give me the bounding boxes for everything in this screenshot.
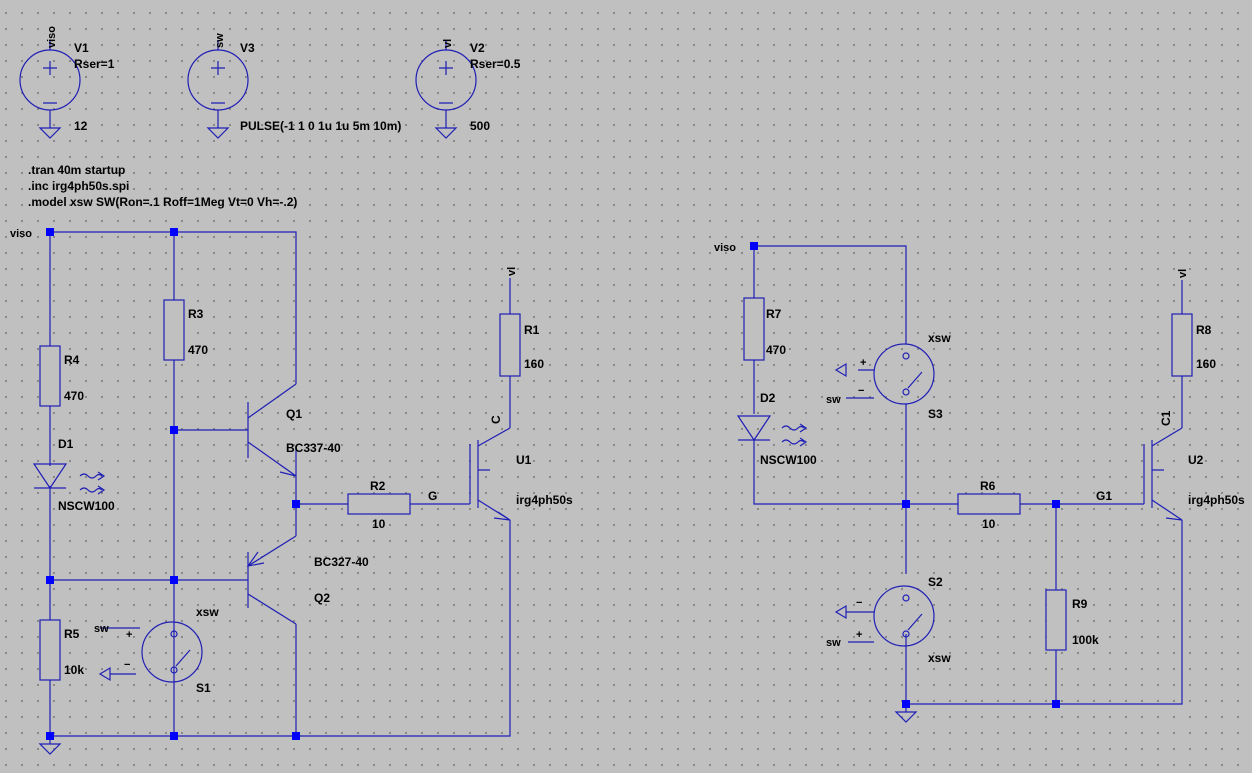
v1-value: 12 (74, 119, 88, 133)
right-viso-label: viso (714, 242, 736, 254)
r4-value: 470 (64, 389, 84, 403)
igbt-u1[interactable]: C U1 irg4ph50s G (428, 415, 573, 521)
switch-s2[interactable]: − + sw S2 xsw (826, 575, 951, 665)
right-junctions (750, 242, 1060, 708)
transistor-q1[interactable]: Q1 BC337-40 (247, 383, 341, 477)
resistor-r9[interactable]: R9 100k (1045, 589, 1099, 651)
r1-value: 160 (524, 357, 544, 371)
s2-plus: + (856, 629, 862, 641)
v1-name: V1 (74, 41, 89, 55)
s1-model: xsw (196, 605, 219, 619)
left-circuit: viso vl R4 470 R3 470 R1 160 R2 10 R (10, 228, 573, 755)
q1-name: Q1 (286, 407, 302, 421)
d2-model: NSCW100 (760, 453, 817, 467)
resistor-r7[interactable]: R7 470 (743, 297, 786, 361)
spice-directives[interactable]: .tran 40m startup .inc irg4ph50s.spi .mo… (28, 163, 297, 209)
right-wires (753, 245, 1183, 705)
r6-value: 10 (982, 517, 996, 531)
r3-value: 470 (188, 343, 208, 357)
resistor-r5[interactable]: R5 10k (39, 619, 84, 681)
v2-value: 500 (470, 119, 490, 133)
r3-name: R3 (188, 307, 204, 321)
s2-ctrl: sw (826, 637, 841, 649)
s1-plus: + (126, 629, 132, 641)
s3-plus: + (860, 357, 866, 369)
r5-name: R5 (64, 627, 80, 641)
g-net-label: G (428, 489, 437, 503)
r2-value: 10 (372, 517, 386, 531)
directive-tran: .tran 40m startup (28, 163, 125, 177)
s2-name: S2 (928, 575, 943, 589)
r5-value: 10k (64, 663, 84, 677)
v3-value: PULSE(-1 1 0 1u 1u 5m 10m) (240, 119, 401, 133)
resistor-r4[interactable]: R4 470 (39, 345, 84, 407)
source-v3[interactable]: sw V3 PULSE(-1 1 0 1u 1u 5m 10m) (187, 33, 401, 139)
s1-minus: − (124, 659, 130, 671)
s3-ctrl: sw (826, 394, 841, 406)
q2-name: Q2 (314, 591, 330, 605)
u1-name: U1 (516, 453, 532, 467)
led-d1[interactable]: D1 NSCW100 (32, 437, 115, 513)
resistor-r6[interactable]: R6 10 (957, 479, 1021, 531)
r9-value: 100k (1072, 633, 1099, 647)
r4-name: R4 (64, 353, 80, 367)
s1-name: S1 (196, 681, 211, 695)
left-wires (49, 231, 511, 737)
q1-model: BC337-40 (286, 441, 341, 455)
u2-model: irg4ph50s (1188, 493, 1245, 507)
right-vl-label: vl (1177, 269, 1189, 278)
resistor-r8[interactable]: R8 160 (1171, 313, 1216, 377)
r7-name: R7 (766, 307, 782, 321)
directive-model: .model xsw SW(Ron=.1 Roff=1Meg Vt=0 Vh=-… (28, 195, 297, 209)
led-d2[interactable]: D2 NSCW100 (736, 391, 817, 467)
d1-name: D1 (58, 437, 74, 451)
resistor-r2[interactable]: R2 10 (347, 479, 411, 531)
right-circuit: viso vl R7 470 R8 160 R6 10 R9 100k (714, 242, 1245, 723)
r1-name: R1 (524, 323, 540, 337)
left-vl-label: vl (506, 267, 518, 276)
resistor-r1[interactable]: R1 160 (499, 313, 544, 377)
r8-value: 160 (1196, 357, 1216, 371)
v2-net-label: vl (442, 39, 454, 48)
g1-net-label: G1 (1096, 489, 1112, 503)
source-v1[interactable]: viso V1 Rser=1 12 (19, 26, 115, 139)
s3-model: xsw (928, 331, 951, 345)
switch-s1[interactable]: + − sw xsw S1 (94, 605, 219, 695)
v2-param: Rser=0.5 (470, 57, 521, 71)
r6-name: R6 (980, 479, 996, 493)
u1-collector-label: C (489, 415, 503, 424)
d2-name: D2 (760, 391, 776, 405)
v1-net-label: viso (46, 26, 58, 48)
d1-model: NSCW100 (58, 499, 115, 513)
left-junctions (46, 228, 300, 740)
r2-name: R2 (370, 479, 386, 493)
igbt-u2[interactable]: C1 U2 irg4ph50s G1 (1096, 410, 1245, 521)
r9-name: R9 (1072, 597, 1088, 611)
v2-name: V2 (470, 41, 485, 55)
u2-name: U2 (1188, 453, 1204, 467)
u1-model: irg4ph50s (516, 493, 573, 507)
q2-model: BC327-40 (314, 555, 369, 569)
r7-value: 470 (766, 343, 786, 357)
s1-ctrl: sw (94, 623, 109, 635)
transistor-q2[interactable]: BC327-40 Q2 (246, 535, 369, 625)
s3-minus: − (858, 385, 864, 397)
v1-param: Rser=1 (74, 57, 115, 71)
v3-name: V3 (240, 41, 255, 55)
left-viso-label: viso (10, 228, 32, 240)
source-v2[interactable]: vl V2 Rser=0.5 500 (415, 39, 521, 139)
s3-name: S3 (928, 407, 943, 421)
s2-model: xsw (928, 651, 951, 665)
v3-net-label: sw (214, 33, 226, 48)
r8-name: R8 (1196, 323, 1212, 337)
switch-s3[interactable]: + − sw xsw S3 (826, 331, 951, 421)
directive-inc: .inc irg4ph50s.spi (28, 179, 129, 193)
s2-minus: − (856, 597, 862, 609)
u2-collector-label: C1 (1159, 410, 1173, 426)
resistor-r3[interactable]: R3 470 (163, 299, 208, 361)
